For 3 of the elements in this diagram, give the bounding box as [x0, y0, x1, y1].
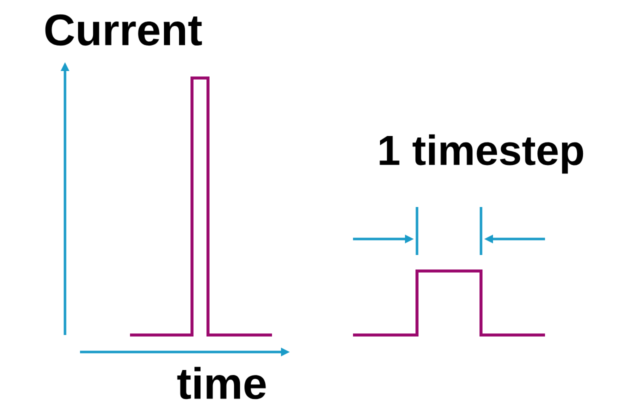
- axis-label: time: [177, 366, 266, 400]
- dimension-label: 1 timestep: [380, 134, 584, 174]
- axis-label: Current: [45, 14, 202, 46]
